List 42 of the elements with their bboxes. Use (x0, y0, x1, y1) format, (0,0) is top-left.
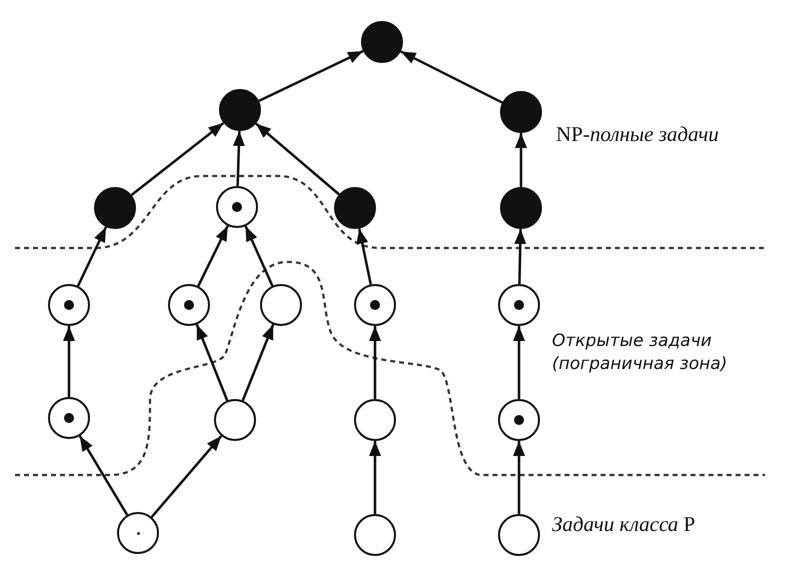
filled-circle (500, 91, 542, 133)
arrow (76, 226, 108, 287)
arrow (369, 326, 381, 399)
dotted-circle (48, 284, 90, 326)
dotted-circle (168, 284, 210, 326)
filled-circle (94, 187, 136, 229)
dotted-circle (498, 284, 540, 326)
arrow (197, 225, 229, 287)
arrow (130, 122, 224, 196)
zone-label: Открытые задачи (пограничная зона) (552, 330, 728, 376)
filled-circle (361, 21, 403, 63)
empty-circle (117, 512, 159, 554)
arrow (258, 50, 364, 102)
arrow (78, 435, 128, 516)
arrow (513, 441, 525, 514)
arrow (244, 226, 274, 286)
arrow (515, 133, 527, 187)
arrow (513, 326, 525, 399)
arrow (514, 228, 526, 284)
arrow (63, 326, 75, 397)
arrow (255, 122, 340, 196)
dotted-circle (48, 397, 90, 439)
zone-label: Задачи класса P (552, 511, 696, 538)
arrow (369, 441, 381, 514)
empty-circle (260, 284, 302, 326)
zone-label: NP-полные задачи (556, 121, 719, 148)
dotted-circle (216, 186, 258, 228)
filled-circle (334, 187, 376, 229)
empty-circle (354, 399, 396, 441)
filled-circle (219, 89, 261, 131)
filled-circle (500, 187, 542, 229)
arrow (356, 228, 372, 285)
arrow (150, 435, 222, 518)
dotted-circle (354, 284, 396, 326)
empty-circle (498, 514, 540, 556)
dotted-circle (498, 399, 540, 441)
empty-circle (354, 514, 396, 556)
arrow (242, 324, 274, 401)
arrow (400, 50, 503, 104)
arrow (196, 324, 228, 401)
empty-circle (214, 399, 256, 441)
arrow (232, 130, 245, 186)
